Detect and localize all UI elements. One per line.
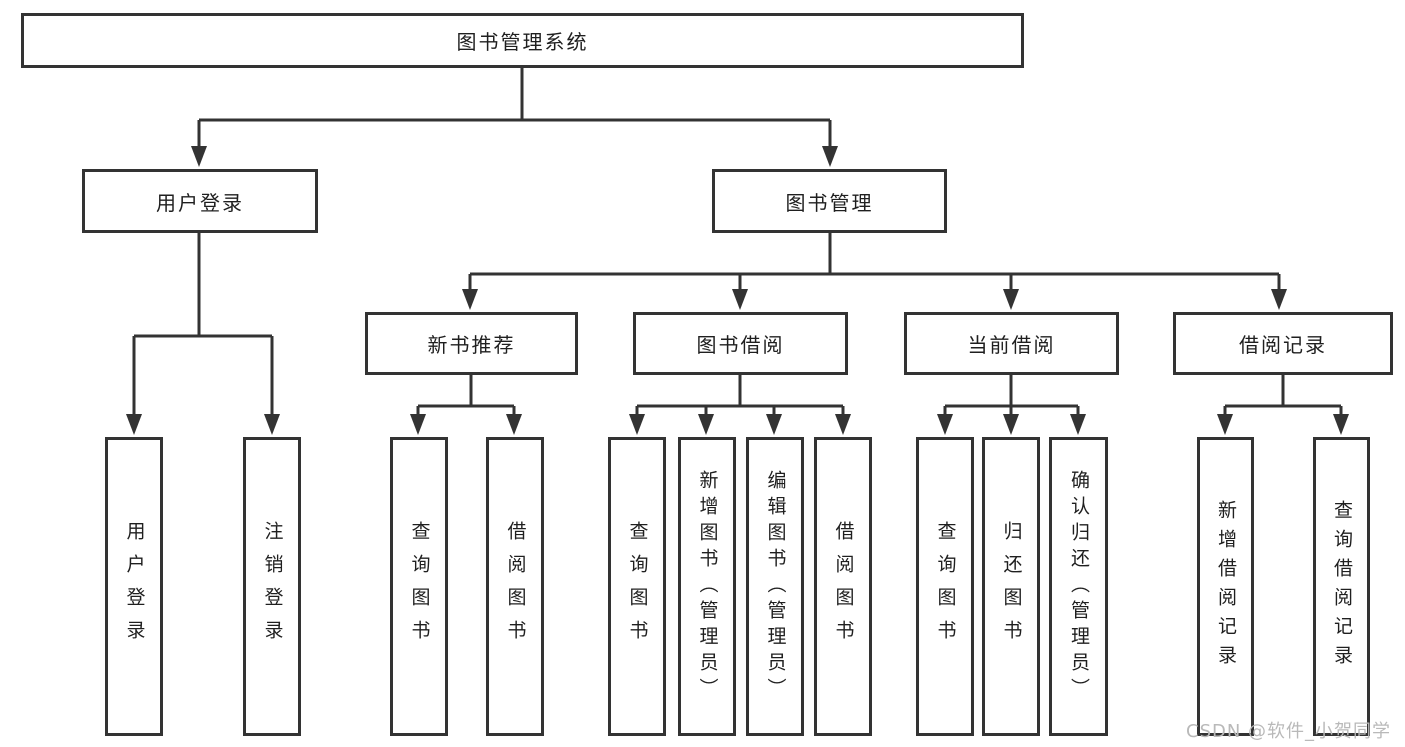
leaf-borrow-add-book: 新增图书（管理员） — [678, 437, 736, 736]
leaf-current-return-label: 归还图书 — [1000, 520, 1023, 653]
leaf-newbook-borrow-label: 借阅图书 — [504, 520, 527, 653]
node-new-book-recommend: 新书推荐 — [365, 312, 578, 375]
node-library-system: 图书管理系统 — [21, 13, 1024, 68]
leaf-current-confirm-return: 确认归还（管理员） — [1049, 437, 1108, 736]
node-borrow-records-label: 借阅记录 — [1239, 333, 1327, 357]
node-book-borrow: 图书借阅 — [633, 312, 848, 375]
node-user-login: 用户登录 — [82, 169, 318, 233]
node-current-borrow: 当前借阅 — [904, 312, 1119, 375]
leaf-borrow-borrow-book: 借阅图书 — [814, 437, 872, 736]
leaf-logout: 注销登录 — [243, 437, 301, 736]
node-user-login-label: 用户登录 — [156, 190, 244, 215]
leaf-current-return: 归还图书 — [982, 437, 1040, 736]
leaf-user-login: 用户登录 — [105, 437, 163, 736]
leaf-borrow-add-book-label: 新增图书（管理员） — [696, 469, 719, 704]
leaf-record-query-label: 查询借阅记录 — [1331, 499, 1353, 674]
node-borrow-records: 借阅记录 — [1173, 312, 1393, 375]
leaf-logout-label: 注销登录 — [261, 520, 284, 653]
leaf-newbook-borrow: 借阅图书 — [486, 437, 544, 736]
node-book-borrow-label: 图书借阅 — [696, 333, 785, 357]
node-new-book-recommend-label: 新书推荐 — [427, 333, 516, 357]
leaf-record-query: 查询借阅记录 — [1313, 437, 1370, 736]
leaf-user-login-label: 用户登录 — [123, 520, 146, 653]
leaf-newbook-query-label: 查询图书 — [408, 520, 431, 653]
leaf-current-query: 查询图书 — [916, 437, 974, 736]
leaf-borrow-edit-book-label: 编辑图书（管理员） — [764, 469, 787, 704]
node-book-management: 图书管理 — [712, 169, 947, 233]
leaf-current-query-label: 查询图书 — [934, 520, 957, 653]
node-library-system-label: 图书管理系统 — [456, 30, 589, 54]
leaf-borrow-borrow-book-label: 借阅图书 — [832, 520, 855, 653]
leaf-borrow-edit-book: 编辑图书（管理员） — [746, 437, 804, 736]
leaf-record-add-label: 新增借阅记录 — [1215, 499, 1237, 674]
leaf-borrow-query: 查询图书 — [608, 437, 666, 736]
node-book-management-label: 图书管理 — [785, 190, 874, 215]
connector-arrows — [126, 120, 1349, 435]
node-current-borrow-label: 当前借阅 — [967, 333, 1056, 357]
leaf-borrow-query-label: 查询图书 — [626, 520, 649, 653]
leaf-current-confirm-return-label: 确认归还（管理员） — [1068, 469, 1090, 704]
watermark: CSDN @软件_小贺同学 — [1186, 721, 1392, 742]
leaf-newbook-query: 查询图书 — [390, 437, 448, 736]
leaf-record-add: 新增借阅记录 — [1197, 437, 1254, 736]
